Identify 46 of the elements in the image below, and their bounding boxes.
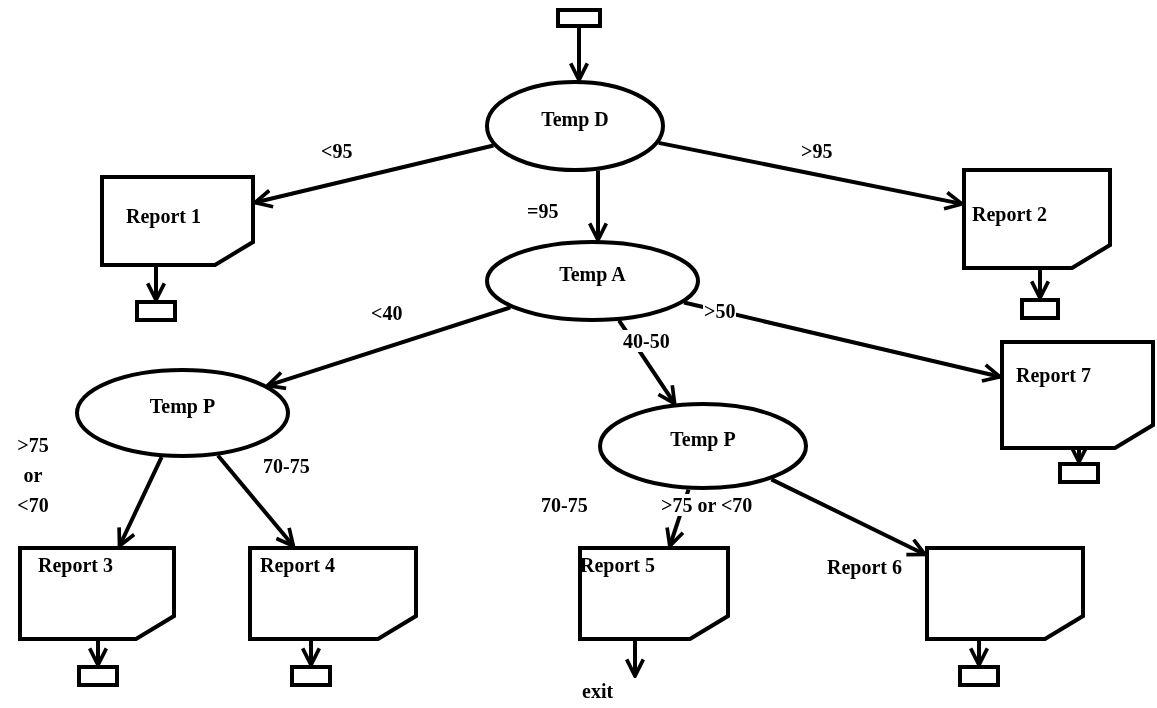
arrow bbox=[624, 641, 646, 678]
terminal-box bbox=[135, 300, 177, 322]
arrow bbox=[587, 170, 609, 242]
edge-label: >75 or <70 bbox=[660, 494, 754, 516]
arrow bbox=[658, 140, 964, 211]
terminal-box bbox=[556, 8, 602, 28]
arrow bbox=[683, 300, 1002, 383]
node-label: Report 6 bbox=[827, 556, 902, 578]
arrow bbox=[117, 456, 164, 548]
node-label: Report 1 bbox=[126, 205, 201, 227]
decision-ellipse bbox=[485, 240, 700, 322]
terminal-box bbox=[1058, 462, 1100, 484]
node-label: Temp P bbox=[669, 428, 737, 450]
node-label: Report 5 bbox=[580, 554, 655, 576]
arrow bbox=[265, 305, 511, 391]
node-label: Report 7 bbox=[1016, 364, 1091, 386]
arrow bbox=[968, 641, 990, 667]
report-document-shape bbox=[248, 546, 418, 641]
report-document-shape bbox=[18, 546, 176, 641]
decision-ellipse bbox=[598, 402, 808, 490]
arrow bbox=[216, 454, 296, 548]
decision-ellipse bbox=[485, 80, 665, 172]
decision-ellipse bbox=[75, 368, 290, 458]
arrow bbox=[770, 477, 927, 557]
terminal-box bbox=[1020, 298, 1060, 320]
exit-label: exit bbox=[582, 680, 614, 702]
report-document-shape bbox=[100, 175, 255, 267]
node-label: Report 4 bbox=[260, 554, 335, 576]
node-label: Temp A bbox=[558, 263, 627, 285]
node-label: Temp D bbox=[540, 108, 610, 130]
node-label: Temp P bbox=[148, 395, 217, 417]
terminal-box bbox=[958, 665, 1000, 687]
arrow bbox=[87, 641, 109, 667]
node-label: Report 2 bbox=[972, 203, 1047, 225]
arrow bbox=[300, 641, 322, 667]
terminal-box bbox=[290, 665, 332, 687]
terminal-box bbox=[77, 665, 119, 687]
node-label: Report 3 bbox=[38, 554, 113, 576]
report-document-shape bbox=[962, 168, 1112, 270]
arrow bbox=[145, 267, 167, 302]
edge-label: 40-50 bbox=[622, 330, 671, 352]
arrow bbox=[568, 28, 590, 82]
report-document-shape bbox=[578, 546, 730, 641]
report-document-shape bbox=[1000, 340, 1155, 450]
arrow bbox=[1029, 270, 1051, 300]
arrow bbox=[253, 143, 494, 209]
